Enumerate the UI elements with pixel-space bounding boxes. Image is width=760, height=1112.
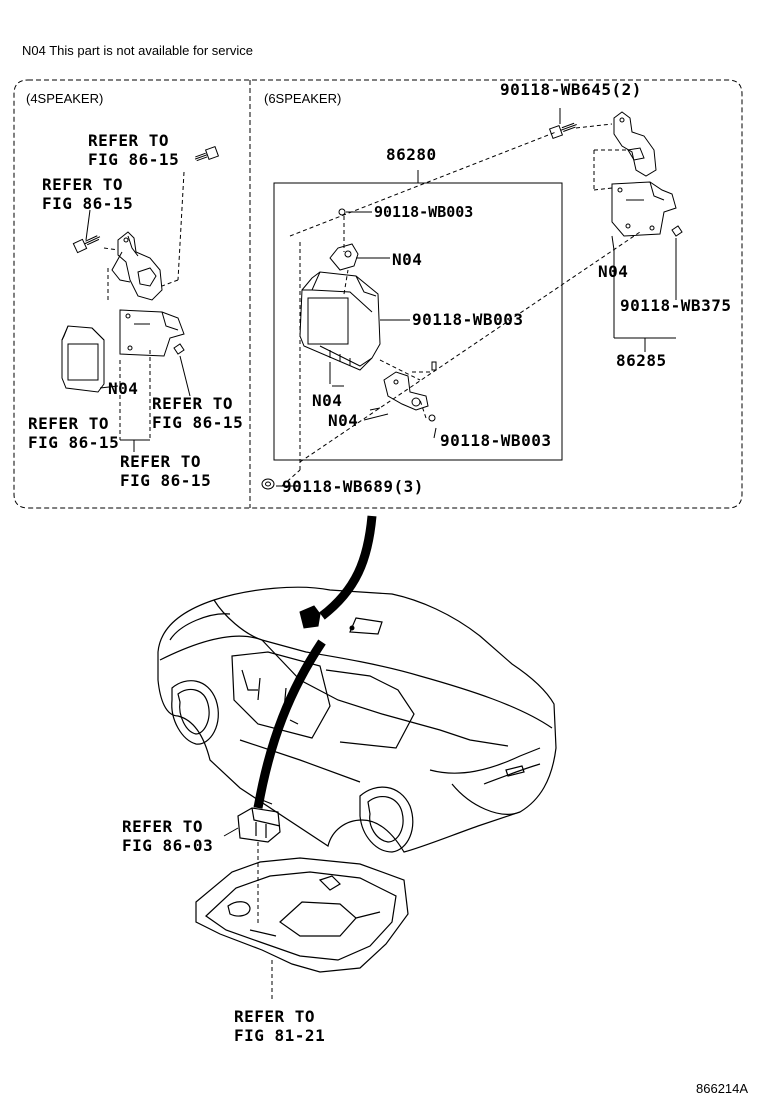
n04-label: N04 (312, 391, 343, 410)
left-bracket-lower (119, 309, 185, 357)
diagram-id: 866214A (696, 1081, 749, 1096)
overhead-console (195, 857, 409, 973)
panel-title-6speaker: (6SPEAKER) (264, 91, 342, 106)
panel-frames (13, 79, 743, 509)
leader-line (363, 413, 389, 421)
arrow-to-switch (253, 639, 326, 809)
refer-label: FIG 86-15 (120, 471, 212, 490)
console-dashed-leaders (257, 842, 273, 1002)
screw-icon (428, 414, 436, 422)
map-lamp-switch (237, 799, 281, 843)
leader-line (369, 407, 381, 411)
part-number-label: 90118-WB689(3) (282, 477, 424, 496)
leader-line (85, 209, 91, 241)
part-number-label: 86280 (386, 145, 437, 164)
left-bracket-upper (111, 231, 163, 301)
left-amplifier (61, 325, 105, 393)
bolt-icon (548, 122, 577, 140)
refer-label: FIG 86-15 (88, 150, 180, 169)
bracket-86285 (611, 111, 677, 237)
panel-title-4speaker: (4SPEAKER) (26, 91, 104, 106)
clip-icon (671, 225, 683, 237)
refer-label: REFER TO (120, 452, 202, 471)
n04-label: N04 (598, 262, 629, 281)
part-number-label: 90118-WB003 (374, 203, 474, 221)
leader-line (223, 827, 239, 837)
part-number-label: 90118-WB003 (412, 310, 524, 329)
refer-label: FIG 81-21 (234, 1026, 326, 1045)
part-number-label: 90118-WB003 (440, 431, 552, 450)
refer-label: REFER TO (88, 131, 170, 150)
n04-label: N04 (328, 411, 359, 430)
refer-label: REFER TO (122, 817, 204, 836)
refer-label: REFER TO (152, 394, 234, 413)
arrow-to-roof-module (319, 515, 377, 620)
outer-dashed-frame (13, 79, 743, 509)
part-number-label: 90118-WB645(2) (500, 80, 642, 99)
bolt-icon (194, 145, 220, 162)
left-bolts (72, 145, 220, 254)
leader-line (611, 235, 615, 251)
leader-line (99, 385, 119, 389)
refer-label: REFER TO (234, 1007, 316, 1026)
module-86280 (299, 271, 381, 371)
refer-label: FIG 86-15 (42, 194, 134, 213)
n04-label: N04 (392, 250, 423, 269)
leader-line (433, 427, 437, 439)
bolt-icon (72, 235, 101, 254)
clip-icon (173, 343, 185, 355)
refer-label: REFER TO (28, 414, 110, 433)
left-dashed-leaders (103, 171, 185, 440)
n04-label: N04 (108, 379, 139, 398)
car-illustration (157, 586, 557, 853)
module-bracket-top (329, 243, 359, 271)
refer-label: FIG 86-03 (122, 836, 214, 855)
screw-icon (431, 361, 437, 371)
refer-label: REFER TO (42, 175, 124, 194)
part-number-label: 90118-WB375 (620, 296, 732, 315)
refer-label: FIG 86-15 (152, 413, 244, 432)
part-number-label: 86285 (616, 351, 667, 370)
leader-line (179, 355, 191, 397)
right-dashed-leaders (281, 123, 641, 487)
module-bracket-bottom (383, 371, 429, 411)
nut-icon (261, 478, 275, 490)
roof-module (299, 605, 355, 631)
screw-icon (338, 208, 346, 216)
refer-label: FIG 86-15 (28, 433, 120, 452)
note-text: N04 This part is not available for servi… (22, 43, 253, 58)
